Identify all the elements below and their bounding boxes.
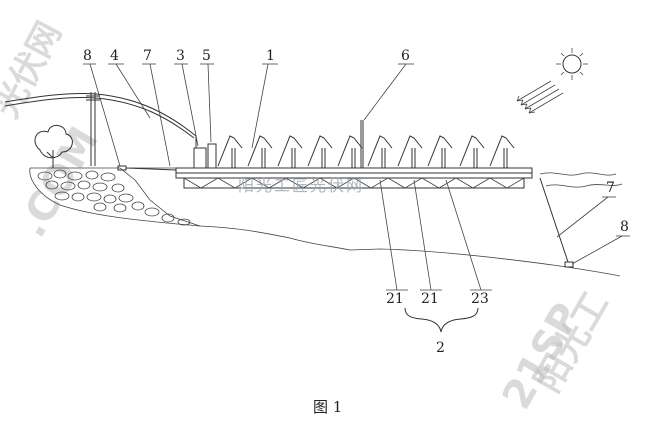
truss-member [370,177,389,189]
label-7-right: 7 [606,180,615,196]
solar-panel [277,135,303,168]
solar-panel [307,135,333,168]
watermark-corner-top: 光伏网 [0,15,70,124]
truss-member [421,177,440,189]
figure-caption: 图 1 [313,398,342,416]
truss-member [234,177,253,189]
truss-member [302,177,321,189]
lake-bottom [199,225,621,277]
utility-pole [86,92,100,166]
solar-panel [489,135,515,168]
watermark-center: 阳光工匠光伏网 [238,176,364,195]
solar-panel [247,135,273,168]
label-21-b: 21 [421,291,439,307]
truss-member [438,177,457,189]
solar-panel [459,135,485,168]
right-anchor [539,177,574,268]
truss-member [200,177,219,189]
solar-panel [397,135,423,168]
truss-member [353,177,372,189]
solar-panel-array [217,135,515,168]
platform-truss [183,177,525,189]
label-3: 3 [176,48,185,64]
truss-member [183,177,202,189]
solar-panel [367,135,393,168]
label-6: 6 [401,48,410,64]
truss-member [387,177,406,189]
overhead-cable [4,92,197,139]
label-8-right: 8 [620,219,629,235]
label-7-left: 7 [143,48,152,64]
junction-box [193,136,217,169]
sunlight-arrows [516,80,564,114]
leader-lines [83,63,630,291]
label-1: 1 [266,48,275,64]
shore-rocks [29,167,201,227]
tree-icon [34,125,73,168]
label-21-a: 21 [386,291,404,307]
truss-member [285,177,304,189]
solar-panel [427,135,453,168]
watermark-left: .COM [9,119,108,245]
truss-member [506,177,525,189]
label-8-left: 8 [83,48,92,64]
label-4: 4 [110,48,119,64]
solar-panel [337,135,363,168]
truss-member [268,177,287,189]
lightning-mast [360,120,364,168]
truss-member [319,177,338,189]
label-23: 23 [471,291,489,307]
solar-panel [217,135,243,168]
truss-member [404,177,423,189]
group-brace [404,307,479,333]
label-5: 5 [202,48,211,64]
label-2: 2 [436,340,445,356]
truss-member [455,177,474,189]
truss-member [336,177,355,189]
truss-member [217,177,236,189]
truss-member [251,177,270,189]
left-mooring-line [125,167,177,171]
sun-icon [556,48,588,80]
truss-member [472,177,491,189]
truss-member [489,177,508,189]
